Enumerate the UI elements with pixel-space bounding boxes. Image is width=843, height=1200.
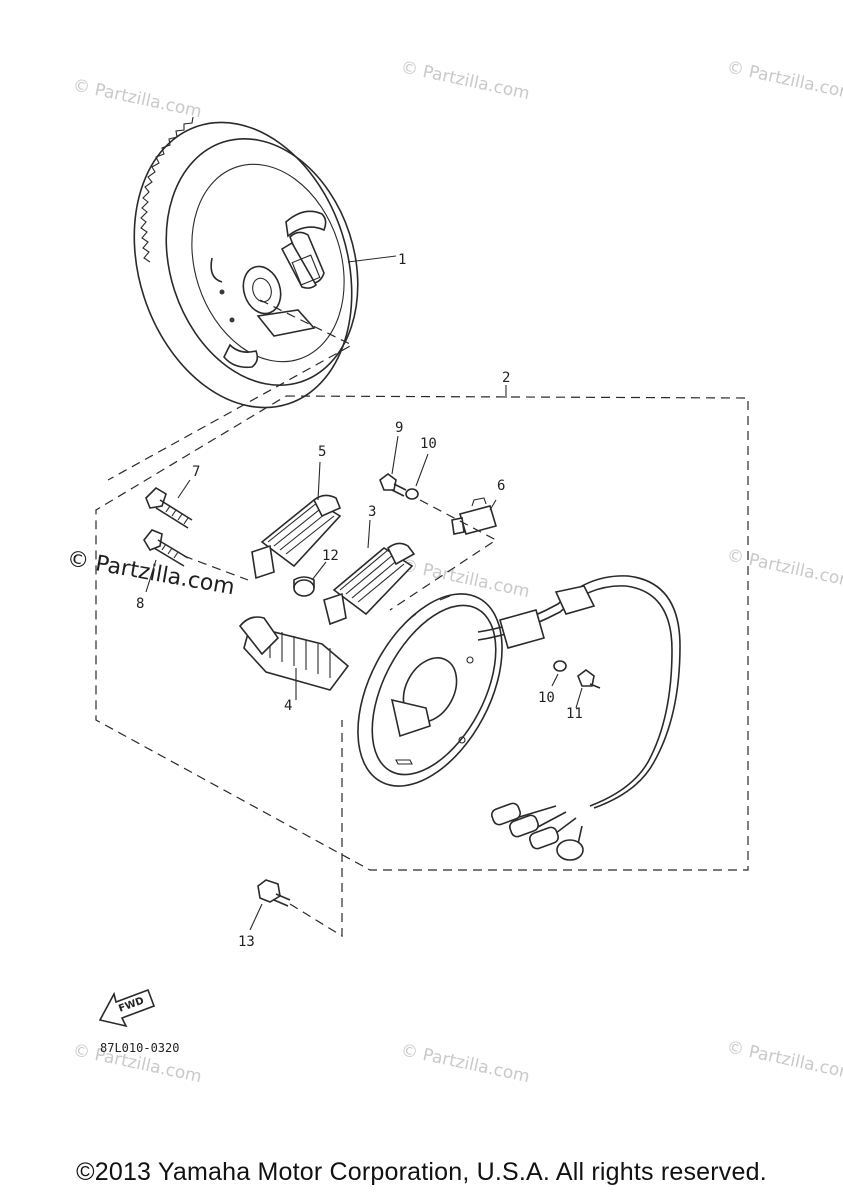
part-11-screw <box>575 669 601 709</box>
wire-harness <box>477 575 681 861</box>
part-10-washer <box>405 453 429 500</box>
watermark-text: © Partzilla.com <box>725 1037 843 1084</box>
watermark-text: © Partzilla.com <box>71 75 203 122</box>
callout-1: 1 <box>398 252 406 268</box>
callout-6: 6 <box>497 478 505 494</box>
callout-2: 2 <box>502 370 510 386</box>
part-2-stator-assembly-outline <box>95 385 749 871</box>
callout-8: 8 <box>136 596 144 612</box>
drawing-code: 87L010-0320 <box>100 1041 179 1055</box>
callout-13: 13 <box>238 934 255 950</box>
watermark-text: © Partzilla.com <box>725 57 843 104</box>
part-10-washer-lower <box>551 660 567 687</box>
part-6-connector <box>389 497 498 611</box>
callout-10: 10 <box>420 436 437 452</box>
callouts: 1 2 3 4 5 6 7 8 9 10 10 11 12 13 <box>136 252 583 950</box>
part-3-source-coil <box>323 519 416 626</box>
watermark-text-dark: © Partzilla.com <box>65 546 237 600</box>
callout-10-lower: 10 <box>538 690 555 706</box>
callout-3: 3 <box>368 504 376 520</box>
callout-4: 4 <box>284 698 292 714</box>
part-8-bolt <box>143 529 249 593</box>
watermark-text: © Partzilla.com <box>399 57 531 104</box>
part-1-rotor <box>107 116 397 481</box>
callout-5: 5 <box>318 444 326 460</box>
stator-base-plate <box>357 593 503 787</box>
callout-11: 11 <box>566 706 583 722</box>
callout-9: 9 <box>395 420 403 436</box>
part-4-pulser-coil <box>238 616 350 700</box>
callout-12: 12 <box>322 548 339 564</box>
fwd-arrow: FWD <box>98 988 156 1028</box>
watermarks: © Partzilla.com © Partzilla.com © Partzi… <box>65 57 843 1087</box>
part-7-bolt <box>145 479 193 529</box>
part-12-collar <box>293 561 327 597</box>
watermark-text: © Partzilla.com <box>399 1040 531 1087</box>
copyright-footer: ©2013 Yamaha Motor Corporation, U.S.A. A… <box>76 1158 767 1186</box>
part-13-bolt <box>249 720 343 938</box>
watermark-text: © Partzilla.com <box>725 545 843 592</box>
callout-7: 7 <box>192 464 200 480</box>
part-5-charge-coil <box>251 461 342 580</box>
part-9-screw <box>379 435 407 497</box>
